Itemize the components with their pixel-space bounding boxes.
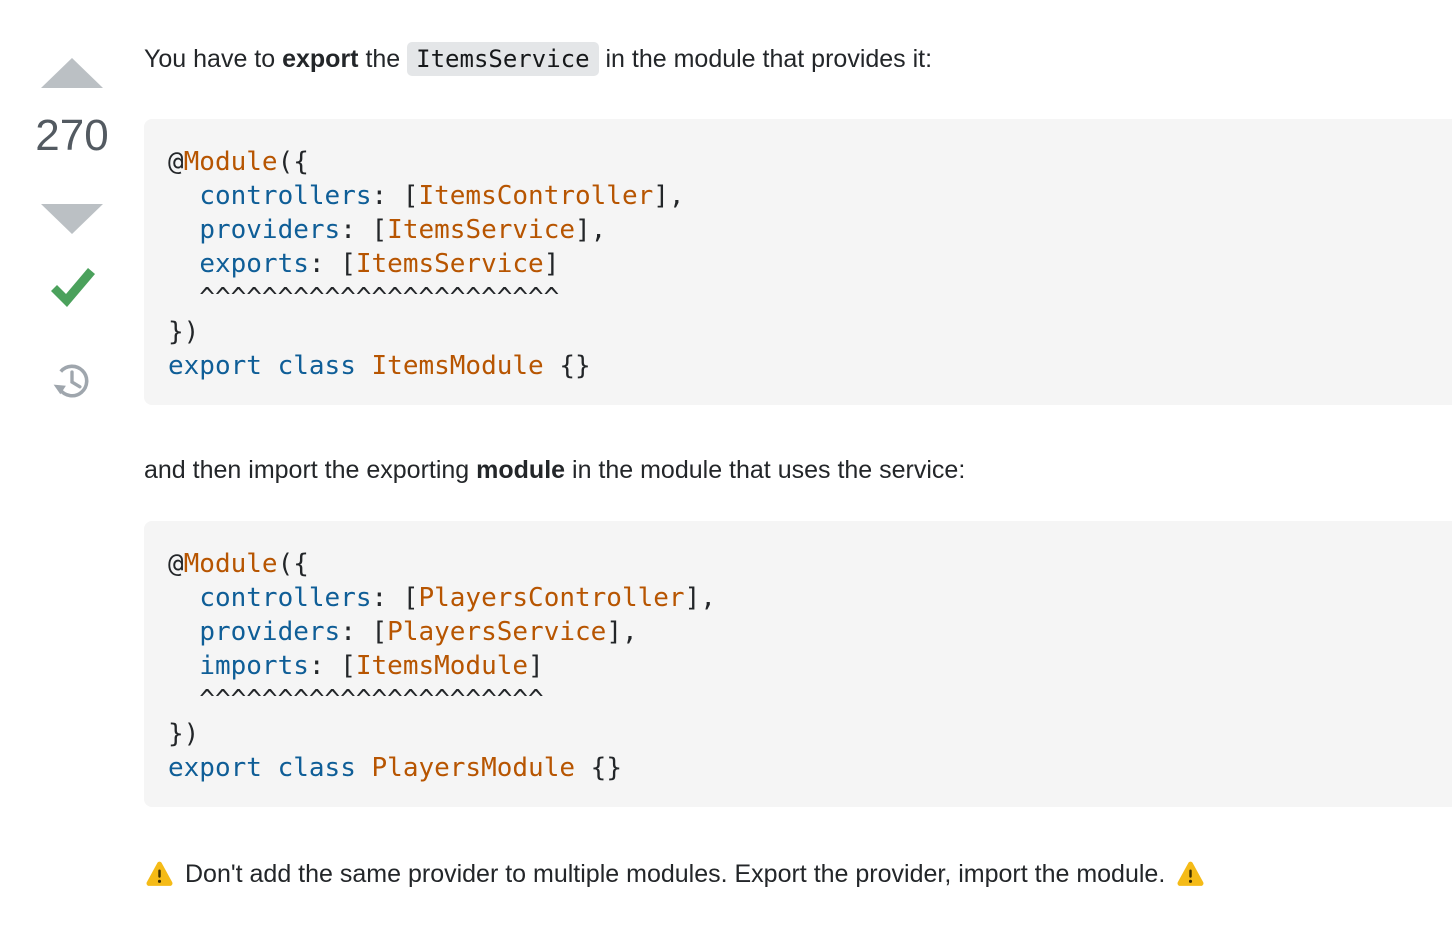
- code-line: export class ItemsModule {}: [168, 351, 591, 381]
- vote-cell: 270: [0, 0, 144, 891]
- code-block-items-module: @Module({ controllers: [ItemsController]…: [144, 119, 1452, 405]
- accepted-check-shape: [51, 268, 95, 307]
- code-line: imports: [ItemsModule]: [199, 651, 544, 681]
- warning-text: Don't add the same provider to multiple …: [185, 860, 1166, 888]
- downvote-icon[interactable]: [41, 204, 103, 234]
- code-line: providers: [PlayersService],: [199, 617, 638, 647]
- paragraph-warning: Don't add the same provider to multiple …: [144, 857, 1452, 891]
- accepted-check-icon: [43, 264, 101, 320]
- vote-count: 270: [35, 111, 109, 160]
- p1-text-2: the: [358, 45, 408, 73]
- history-icon[interactable]: [51, 360, 93, 402]
- p1-bold-export: export: [282, 45, 359, 73]
- answer-post: 270 You have to export the ItemsService …: [0, 0, 1452, 891]
- code-block-players-module: @Module({ controllers: [PlayersControlle…: [144, 521, 1452, 807]
- code-line: ^^^^^^^^^^^^^^^^^^^^^^: [168, 685, 544, 715]
- answer-body: You have to export the ItemsService in t…: [144, 0, 1452, 891]
- code-line: providers: [ItemsService],: [199, 215, 607, 245]
- warning-icon: [1177, 861, 1204, 886]
- paragraph-import-module: and then import the exporting module in …: [144, 453, 1452, 487]
- code-line: export class PlayersModule {}: [168, 753, 622, 783]
- code-line: }): [168, 719, 200, 749]
- code-line: @Module({: [168, 549, 309, 579]
- code-line: ^^^^^^^^^^^^^^^^^^^^^^^: [168, 283, 560, 313]
- code-line: controllers: [PlayersController],: [199, 583, 716, 613]
- warning-icon: [146, 861, 173, 886]
- p2-text-2: in the module that uses the service:: [565, 456, 966, 484]
- p1-text-1: You have to: [144, 45, 283, 73]
- p1-text-3: in the module that provides it:: [598, 45, 933, 73]
- p2-bold-module: module: [476, 456, 566, 484]
- code-line: @Module({: [168, 147, 309, 177]
- paragraph-intro-export: You have to export the ItemsService in t…: [144, 42, 1452, 76]
- upvote-icon[interactable]: [41, 58, 103, 88]
- inline-code-items-service: ItemsService: [407, 42, 599, 76]
- code-line: }): [168, 317, 200, 347]
- code-line: exports: [ItemsService]: [199, 249, 560, 279]
- p2-text-1: and then import the exporting: [144, 456, 477, 484]
- code-line: controllers: [ItemsController],: [199, 181, 685, 211]
